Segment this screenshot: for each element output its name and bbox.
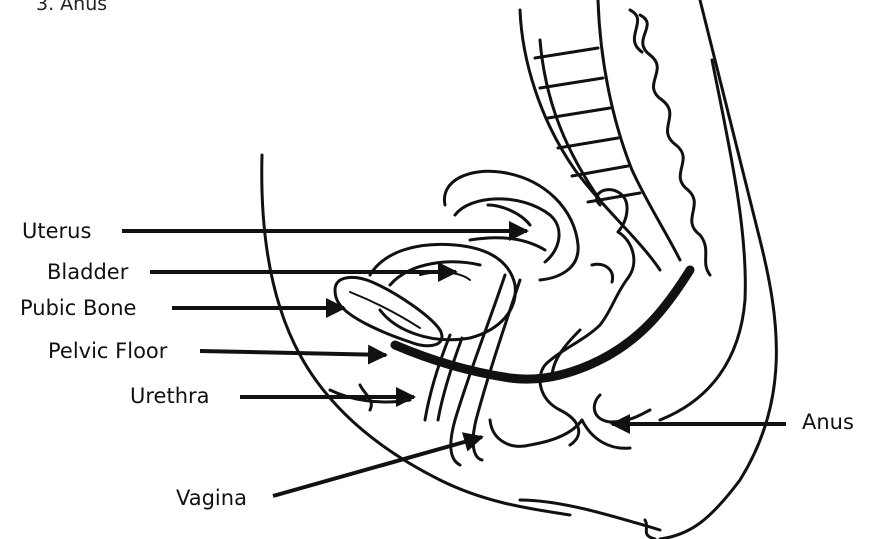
spine-inner-edge <box>540 40 600 200</box>
label-bladder: Bladder <box>47 260 128 284</box>
vagina-arrow <box>273 437 482 496</box>
rectum-outline <box>540 190 634 445</box>
label-pelvic-floor: Pelvic Floor <box>48 339 167 363</box>
label-anus: Anus <box>802 410 854 434</box>
perineum-contour <box>490 420 630 448</box>
label-vagina: Vagina <box>176 486 247 510</box>
urethra-tube <box>425 335 450 420</box>
label-pubic-bone: Pubic Bone <box>20 296 136 320</box>
pubic-bone-outline <box>335 277 442 345</box>
label-uterus: Uterus <box>22 219 91 243</box>
label-urethra: Urethra <box>130 384 210 408</box>
sacrum-wavy-line <box>640 15 710 275</box>
back-contour <box>660 0 776 539</box>
pelvic-floor-arrow <box>200 351 386 355</box>
